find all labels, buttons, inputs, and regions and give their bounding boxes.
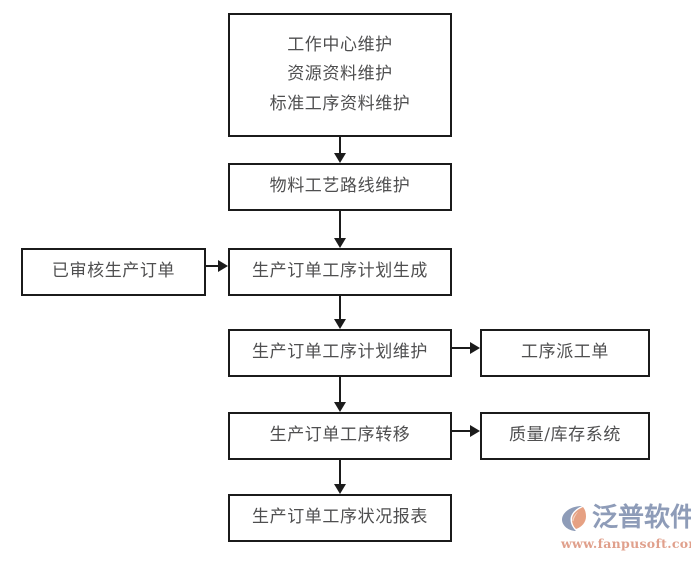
watermark-brand-row: 泛普软件: [560, 500, 691, 536]
node-generate-plan[interactable]: 生产订单工序计划生成: [228, 248, 452, 296]
arrowhead-right-icon: [218, 260, 228, 272]
arrowhead-down-icon: [334, 319, 346, 329]
node-operation-transfer-label: 生产订单工序转移: [269, 425, 411, 446]
node-approved-order[interactable]: 已审核生产订单: [21, 248, 206, 296]
node-master-data-line-1: 工作中心维护: [287, 35, 393, 56]
node-master-data[interactable]: 工作中心维护 资源资料维护 标准工序资料维护: [228, 13, 452, 137]
arrowhead-down-icon: [334, 153, 346, 163]
arrowhead-right-icon: [470, 425, 480, 437]
node-approved-order-label: 已审核生产订单: [51, 261, 176, 282]
connector-shaft: [339, 137, 341, 155]
node-generate-plan-label: 生产订单工序计划生成: [252, 261, 428, 282]
node-plan-maintenance[interactable]: 生产订单工序计划维护: [228, 329, 452, 377]
connector-shaft: [339, 377, 341, 404]
arrowhead-down-icon: [334, 484, 346, 494]
connector-shaft: [452, 347, 471, 349]
connector-shaft: [206, 265, 219, 267]
node-dispatch-order-label: 工序派工单: [521, 342, 609, 363]
connector-shaft: [452, 430, 471, 432]
fanpu-logo-icon: [560, 503, 590, 533]
node-master-data-line-3: 标准工序资料维护: [269, 93, 411, 114]
connector-shaft: [339, 211, 341, 240]
watermark: 泛普软件 www.fanpusoft.com: [560, 500, 691, 556]
arrowhead-down-icon: [334, 238, 346, 248]
arrowhead-down-icon: [334, 402, 346, 412]
arrowhead-right-icon: [470, 342, 480, 354]
node-qi-system-label: 质量/库存系统: [509, 425, 621, 446]
node-routing[interactable]: 物料工艺路线维护: [228, 163, 452, 211]
node-status-report[interactable]: 生产订单工序状况报表: [228, 494, 452, 542]
node-operation-transfer[interactable]: 生产订单工序转移: [228, 412, 452, 460]
node-dispatch-order[interactable]: 工序派工单: [480, 329, 650, 377]
node-routing-label: 物料工艺路线维护: [269, 176, 411, 197]
node-qi-system[interactable]: 质量/库存系统: [480, 412, 650, 460]
node-master-data-line-2: 资源资料维护: [287, 64, 393, 85]
node-status-report-label: 生产订单工序状况报表: [252, 507, 428, 528]
connector-shaft: [339, 460, 341, 486]
watermark-url-text: www.fanpusoft.com: [561, 536, 691, 551]
watermark-brand-text: 泛普软件: [592, 503, 691, 533]
connector-shaft: [339, 296, 341, 321]
node-plan-maintenance-label: 生产订单工序计划维护: [252, 342, 428, 363]
